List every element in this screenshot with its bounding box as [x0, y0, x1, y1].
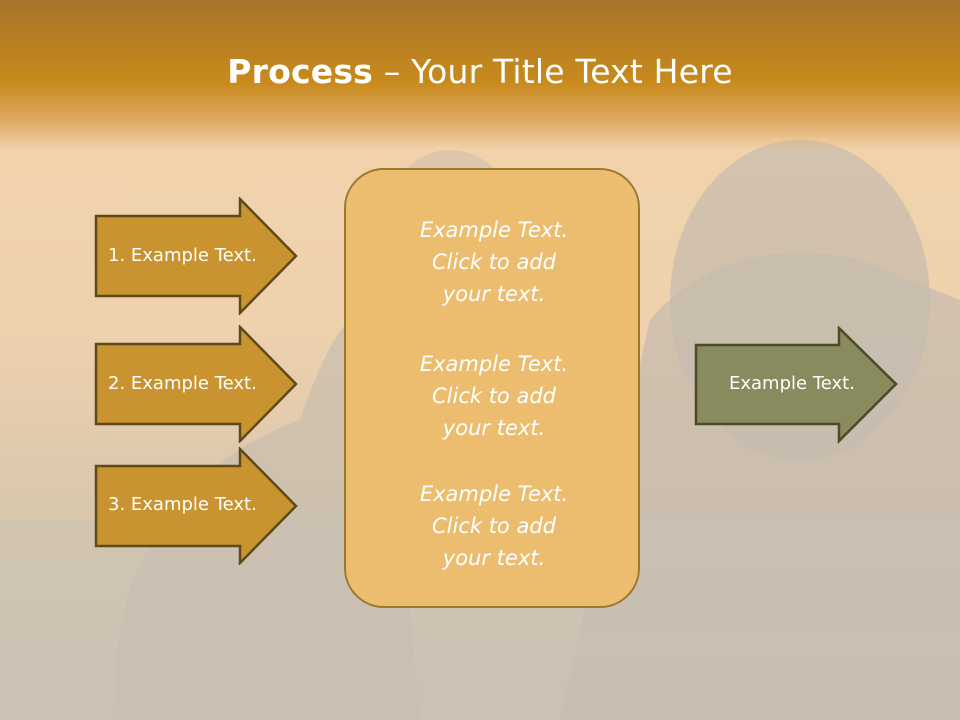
output-arrow-label: Example Text.: [729, 373, 855, 394]
center-paragraph-1[interactable]: Example Text. Click to add your text.: [346, 214, 642, 310]
paragraph-line: your text.: [442, 546, 546, 570]
paragraph-line: your text.: [442, 416, 546, 440]
slide-title: Process – Your Title Text Here: [0, 52, 960, 91]
input-arrow-1-label: 1. Example Text.: [108, 245, 257, 266]
paragraph-line: Click to add: [431, 250, 556, 274]
output-arrow[interactable]: [694, 326, 900, 444]
paragraph-line: Example Text.: [419, 352, 569, 376]
paragraph-line: your text.: [442, 282, 546, 306]
center-process-box[interactable]: Example Text. Click to add your text. Ex…: [344, 168, 640, 608]
input-arrow-3[interactable]: [94, 447, 300, 565]
input-arrow-2-label: 2. Example Text.: [108, 373, 257, 394]
input-arrow-2[interactable]: [94, 325, 300, 443]
paragraph-line: Click to add: [431, 384, 556, 408]
title-rest: – Your Title Text Here: [373, 52, 733, 91]
title-band: [0, 0, 960, 150]
input-arrow-3-label: 3. Example Text.: [108, 494, 257, 515]
paragraph-line: Click to add: [431, 514, 556, 538]
title-bold: Process: [227, 52, 374, 91]
paragraph-line: Example Text.: [419, 218, 569, 242]
paragraph-line: Example Text.: [419, 482, 569, 506]
center-paragraph-2[interactable]: Example Text. Click to add your text.: [346, 348, 642, 444]
input-arrow-1[interactable]: [94, 197, 300, 315]
center-paragraph-3[interactable]: Example Text. Click to add your text.: [346, 478, 642, 574]
